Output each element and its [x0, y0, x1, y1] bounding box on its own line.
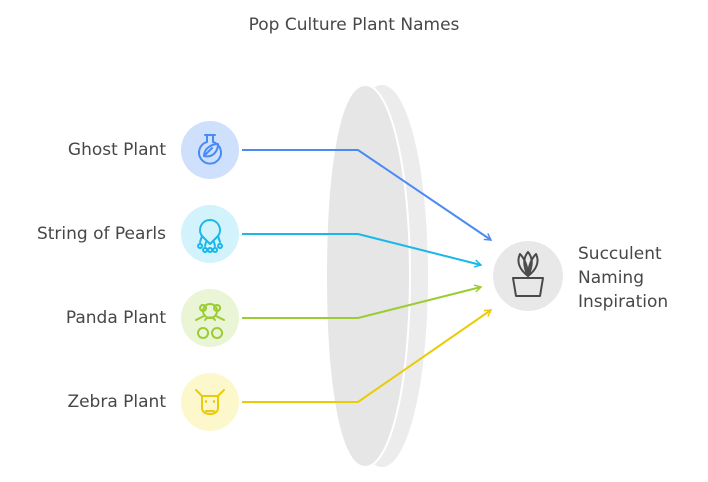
- succulent-pot-icon: [512, 251, 544, 297]
- target-label-line: Succulent: [578, 244, 662, 264]
- source-label-panda-plant: Panda Plant: [65, 308, 166, 328]
- source-node-zebra-plant: [181, 373, 239, 431]
- source-label-zebra-plant: Zebra Plant: [67, 392, 166, 412]
- connector-ghost-plant: [242, 149, 493, 241]
- flask-leaf-icon: [198, 134, 222, 165]
- source-node-ghost-plant: [181, 121, 239, 179]
- connector-string-of-pearls: [242, 233, 483, 268]
- source-node-string-of-pearls: [181, 205, 239, 263]
- target-label-line: Inspiration: [578, 292, 669, 312]
- node-circle: [181, 205, 239, 263]
- source-node-panda-plant: [181, 289, 239, 347]
- source-label-ghost-plant: Ghost Plant: [67, 140, 166, 160]
- target-node: [493, 241, 563, 311]
- lens: [324, 83, 428, 469]
- source-label-string-of-pearls: String of Pearls: [36, 224, 166, 244]
- target-label-line: Naming: [578, 268, 644, 288]
- diagram-title: Pop Culture Plant Names: [248, 15, 460, 35]
- pearl-necklace-icon: [197, 219, 224, 253]
- connector-panda-plant: [242, 284, 483, 319]
- connector-zebra-plant: [242, 309, 493, 403]
- teddy-bear-icon: [195, 303, 225, 339]
- target-label: Succulent Naming Inspiration: [578, 242, 668, 314]
- node-circle: [181, 373, 239, 431]
- zebra-head-icon: [195, 389, 225, 415]
